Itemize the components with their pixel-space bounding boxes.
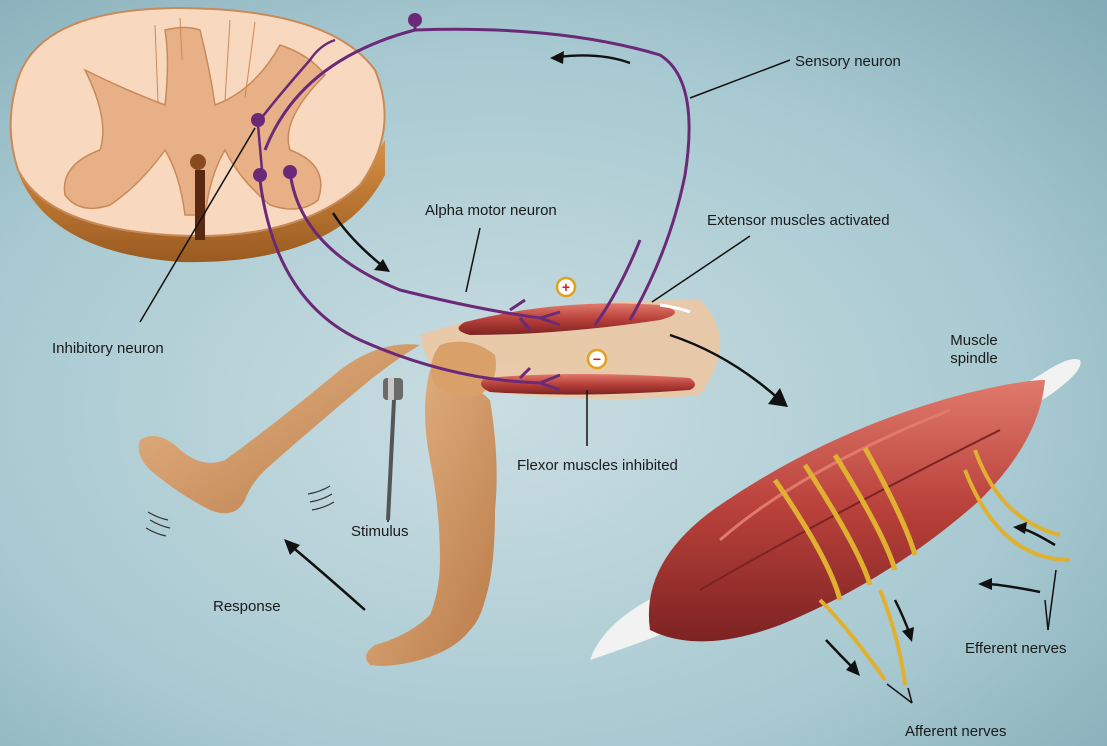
label-flexor-muscles: Flexor muscles inhibited (517, 457, 678, 475)
label-efferent-nerves: Efferent nerves (965, 640, 1066, 658)
inhibitory-sign: − (593, 351, 601, 367)
label-muscle-spindle-line2: spindle (943, 350, 1005, 368)
label-muscle-spindle-line1: Muscle (943, 332, 1005, 350)
label-stimulus: Stimulus (351, 523, 409, 541)
motor-neuron-body-b (283, 165, 297, 179)
label-muscle-spindle: Muscle spindle (943, 332, 1005, 368)
excitatory-marker: + (557, 278, 575, 296)
excitatory-sign: + (562, 279, 570, 295)
label-extensor-muscles: Extensor muscles activated (707, 212, 890, 230)
label-response: Response (213, 598, 281, 616)
label-alpha-motor-neuron: Alpha motor neuron (425, 202, 557, 220)
inhibitory-neuron-body (251, 113, 265, 127)
flexor-muscle (481, 374, 695, 395)
label-afferent-nerves: Afferent nerves (905, 723, 1006, 741)
sensory-ganglion-cell (408, 13, 422, 27)
label-inhibitory-neuron: Inhibitory neuron (52, 340, 164, 358)
label-sensory-neuron: Sensory neuron (795, 53, 901, 71)
inhibitory-marker: − (588, 350, 606, 368)
motor-neuron-body-a (253, 168, 267, 182)
